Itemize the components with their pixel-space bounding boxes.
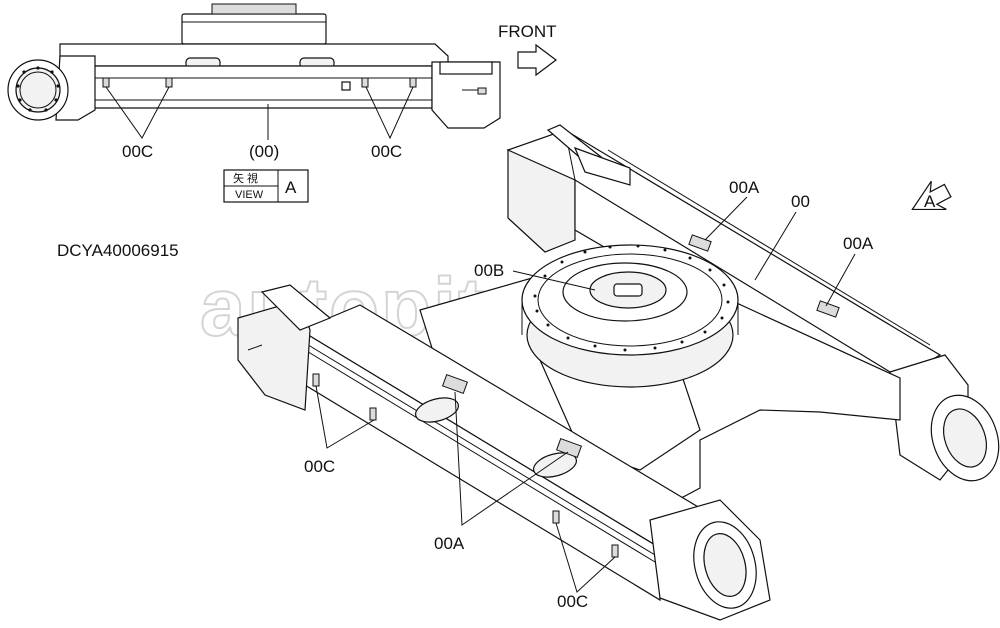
top-00-label: (00) <box>249 142 279 161</box>
main-00b-label: 00B <box>474 261 504 280</box>
main-00a-right-label: 00A <box>843 234 874 253</box>
view-a-arrow-letter: A <box>924 192 936 211</box>
view-a-arrow-icon <box>911 180 952 211</box>
main-00c-bottom-label: 00C <box>557 592 588 611</box>
view-a-box <box>223 169 309 203</box>
drawing-code: DCYA40006915 <box>57 241 179 260</box>
main-00-label: 00 <box>791 192 810 211</box>
view-en-text: VIEW <box>235 189 264 201</box>
top-00c-right-label: 00C <box>371 142 402 161</box>
turntable-bolts <box>533 244 730 352</box>
view-letter: A <box>285 178 297 197</box>
main-00c-left-label: 00C <box>304 457 335 476</box>
view-kanji-text: 矢 視 <box>233 171 258 185</box>
front-label: FRONT <box>498 22 557 41</box>
main-00a-upper-label: 00A <box>729 178 760 197</box>
main-00a-bottom-label: 00A <box>434 534 465 553</box>
front-arrow-icon <box>517 43 557 77</box>
main-frame-drawing <box>237 124 1000 621</box>
main-leader-lines <box>315 196 856 593</box>
top-sprocket-bolts <box>16 66 60 112</box>
top-00c-left-label: 00C <box>122 142 153 161</box>
top-view-drawing <box>7 3 501 140</box>
